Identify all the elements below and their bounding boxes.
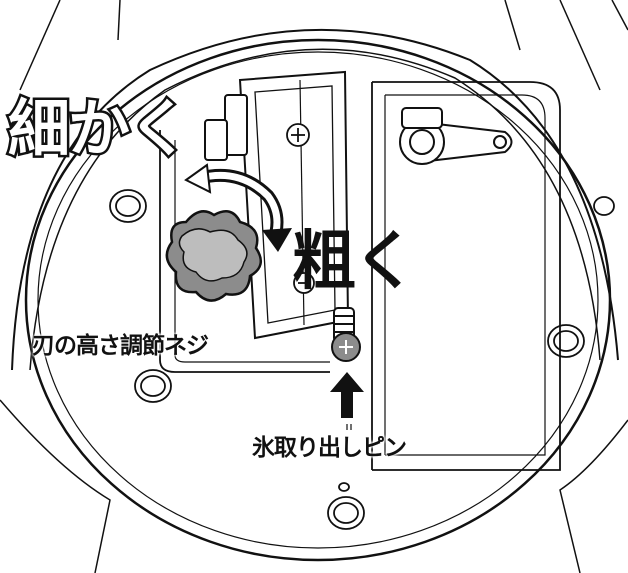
ice-release-pin-label: 氷取り出しピン — [252, 435, 407, 461]
tick-marks — [346, 424, 352, 430]
central-recess — [159, 81, 561, 471]
blade-height-screw-label: 刃の高さ調節ネジ — [32, 333, 209, 359]
mounting-holes — [109, 189, 615, 530]
pin-pointer-arrow-icon — [330, 372, 364, 418]
fine-label: 細かく — [5, 90, 192, 168]
rotation-arrow-icon — [184, 163, 292, 252]
blade-height-knob — [165, 210, 263, 302]
pin-lever — [399, 107, 513, 165]
ice-release-pin-screw — [331, 307, 361, 362]
coarse-label: 粗く — [292, 225, 417, 299]
bottom-plate — [24, 38, 612, 562]
holder-screw — [286, 123, 315, 294]
